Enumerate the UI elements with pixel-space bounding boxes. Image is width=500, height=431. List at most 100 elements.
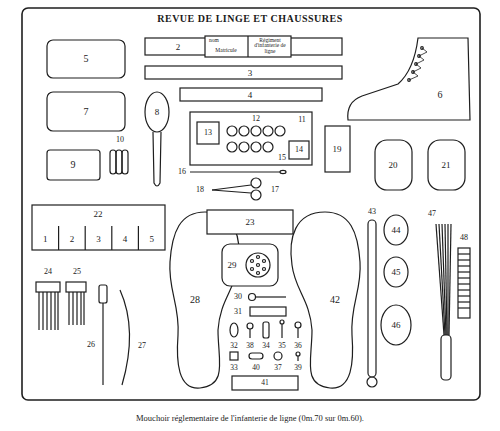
callout-number: 27 — [138, 342, 146, 350]
callout-number: 23 — [246, 218, 255, 227]
brush — [251, 268, 254, 271]
callout-number: 17 — [271, 186, 279, 194]
small-tool — [249, 294, 287, 301]
sewing-kit — [197, 122, 219, 144]
callout-number: 44 — [392, 226, 401, 235]
rolled-socks — [428, 140, 465, 190]
folded-towel — [47, 92, 125, 131]
callout-number: 35 — [278, 342, 286, 350]
laces — [449, 224, 451, 335]
sewing-kit — [251, 126, 261, 136]
folded-stack — [32, 205, 165, 250]
brush — [68, 292, 69, 325]
cloth-band — [145, 66, 342, 79]
comb-brush — [458, 307, 470, 308]
callout-number: 20 — [389, 161, 398, 170]
brush — [57, 292, 58, 330]
callout-number: 46 — [392, 321, 401, 330]
brush — [83, 292, 84, 325]
sewing-kit — [227, 126, 237, 136]
small-tool — [280, 320, 284, 338]
bar — [232, 376, 298, 390]
brush — [76, 292, 77, 325]
small-tool — [296, 352, 300, 356]
comb-brush — [458, 271, 470, 272]
cartridges — [110, 150, 116, 174]
brush — [50, 292, 51, 330]
callout-number: 37 — [274, 364, 282, 372]
boot — [412, 71, 415, 74]
needle — [190, 170, 286, 173]
sewing-kit — [190, 112, 312, 165]
folded-stack — [85, 226, 86, 250]
callout-number: 18 — [196, 186, 204, 194]
callout-number: 31 — [234, 308, 242, 316]
callout-number: 28 — [190, 295, 200, 305]
callout-number: 9 — [71, 160, 76, 170]
callout-number: 41 — [261, 379, 269, 387]
comb-brush — [458, 277, 470, 278]
laces — [436, 224, 451, 380]
sewing-kit — [263, 142, 273, 152]
field-label: Matricule — [215, 48, 236, 54]
figure-caption: Mouchoir réglementaire de l'infanterie d… — [136, 414, 364, 423]
small-oval — [230, 323, 238, 337]
callout-number: 40 — [252, 364, 260, 372]
callout-number: 1 — [43, 235, 48, 244]
cartridges — [116, 150, 122, 174]
needle — [190, 171, 280, 172]
callout-number: 32 — [230, 342, 238, 350]
callout-number: 26 — [87, 341, 95, 349]
small-tool — [280, 320, 284, 324]
small-tool — [274, 352, 282, 360]
sewing-kit — [239, 126, 249, 136]
callout-number: 24 — [44, 268, 52, 276]
callout-number: 5 — [149, 235, 154, 244]
comb-brush — [458, 289, 470, 290]
scissors — [212, 178, 261, 200]
sewing-kit — [251, 142, 261, 152]
insole — [291, 212, 360, 388]
spoon — [153, 132, 161, 186]
brush — [251, 260, 254, 263]
callout-number: 33 — [230, 364, 238, 372]
rod — [368, 220, 376, 377]
small-tool — [263, 322, 269, 338]
callout-number: 29 — [228, 261, 237, 270]
comb-brush — [458, 253, 470, 254]
handkerchief-frame — [22, 8, 480, 400]
small-tool — [297, 356, 298, 361]
brush — [38, 292, 39, 330]
boot — [409, 48, 427, 80]
callout-number: 6 — [438, 90, 443, 100]
folded-stack — [58, 226, 59, 250]
scissors — [251, 190, 261, 200]
spoon — [145, 92, 169, 132]
cartridges — [122, 150, 128, 174]
small-tool — [281, 324, 282, 338]
callout-number: 7 — [84, 107, 89, 117]
callout-number: 3 — [96, 235, 101, 244]
small-tool — [249, 353, 263, 359]
brush — [42, 292, 43, 330]
small-tool — [249, 294, 256, 301]
brush — [36, 282, 60, 330]
oval-item — [384, 257, 408, 287]
callout-number: 3 — [248, 69, 253, 78]
callout-number: 4 — [123, 235, 128, 244]
callout-number: 48 — [460, 234, 468, 242]
sewing-kit — [289, 141, 309, 159]
brush — [46, 292, 47, 330]
callout-number: 10 — [116, 136, 124, 144]
callout-number: 2 — [176, 43, 181, 52]
callout-number: 21 — [442, 161, 451, 170]
brush — [66, 282, 86, 292]
callout-number: 13 — [204, 129, 212, 137]
brush — [257, 256, 260, 259]
brush — [72, 292, 73, 325]
cloth-band — [180, 88, 322, 101]
callout-number: 2 — [70, 235, 75, 244]
small-tool — [247, 323, 253, 338]
small-tool — [256, 296, 287, 297]
